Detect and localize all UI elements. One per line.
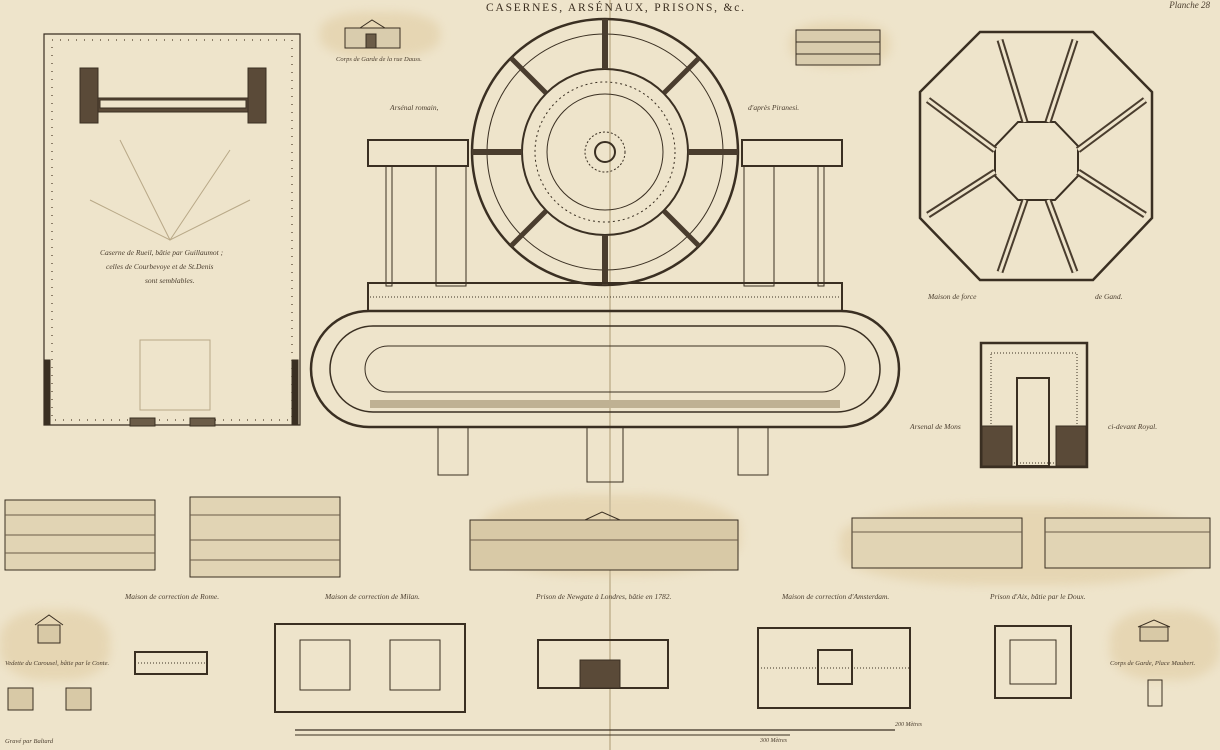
arsenal-romain-caption-right: d'après Piranesi.	[748, 103, 800, 112]
correction-milan-caption: Maison de correction de Milan.	[325, 592, 420, 601]
scale-label-200: 200 Mètres	[895, 722, 922, 728]
aix-plan	[994, 625, 1072, 699]
arsenal-mons-plan	[979, 341, 1089, 469]
amsterdam-caption: Maison de correction d'Amsterdam.	[782, 592, 890, 601]
arsenal-romain-plan	[309, 17, 901, 483]
arsenal-mons-caption-left: Arsenal de Mons	[910, 422, 961, 431]
scale-label-300: 300 Mètres	[760, 738, 787, 744]
arsenal-romain-caption-left: Arsénal romain,	[390, 103, 439, 112]
paper-stain	[0, 610, 110, 680]
arsenal-mons-caption-right: ci-devant Royal.	[1108, 422, 1158, 431]
corps-garde-place-caption: Corps de Garde, Place Maubert.	[1110, 660, 1196, 667]
caserne-rueil-caption-2: celles de Courbevoye et de St.Denis	[106, 262, 214, 271]
caserne-rueil-plan	[43, 33, 301, 427]
maison-gand-plan	[918, 30, 1154, 282]
corps-garde-place-elevation	[1137, 619, 1171, 707]
amsterdam-elevation	[851, 517, 1023, 569]
amsterdam-plan	[757, 627, 911, 709]
vedette-caption: Vedette du Carousel, bâtie par le Conte.	[5, 660, 110, 667]
corps-garde-rue-elevation	[344, 19, 401, 49]
caserne-rueil-caption-1: Caserne de Rueil, bâtie par Guillaumot ;	[100, 248, 224, 257]
maison-gand-caption-left: Maison de force	[928, 292, 977, 301]
rome-plan	[537, 639, 669, 689]
paper-stain	[1110, 610, 1220, 680]
scale-bar	[295, 729, 895, 736]
correction-milan-elevation	[189, 496, 341, 578]
facade-small-elevation	[795, 29, 881, 66]
maison-gand-caption-right: de Gand.	[1095, 292, 1123, 301]
milan-plan	[274, 623, 466, 713]
engraver-signature: Gravé par Baltard	[5, 738, 54, 745]
caserne-rueil-caption-3: sont semblables.	[145, 276, 195, 285]
aix-elevation	[1044, 517, 1211, 569]
correction-rome-caption: Maison de correction de Rome.	[125, 592, 220, 601]
vedette-plan	[134, 651, 208, 675]
planche-number: Planche 28	[1169, 0, 1210, 10]
vedette-carousel-elevation	[7, 614, 92, 711]
corps-garde-rue-caption: Corps de Garde de la rue Dauss.	[336, 56, 422, 63]
plate-title: CASERNES, ARSÉNAUX, PRISONS, &c.	[486, 2, 746, 14]
correction-rome-elevation	[4, 499, 156, 571]
faint-ghost-plan	[89, 139, 251, 411]
newgate-elevation	[469, 511, 739, 571]
newgate-caption: Prison de Newgate à Londres, bâtie en 17…	[536, 592, 672, 601]
aix-caption: Prison d'Aix, bâtie par le Doux.	[990, 592, 1086, 601]
